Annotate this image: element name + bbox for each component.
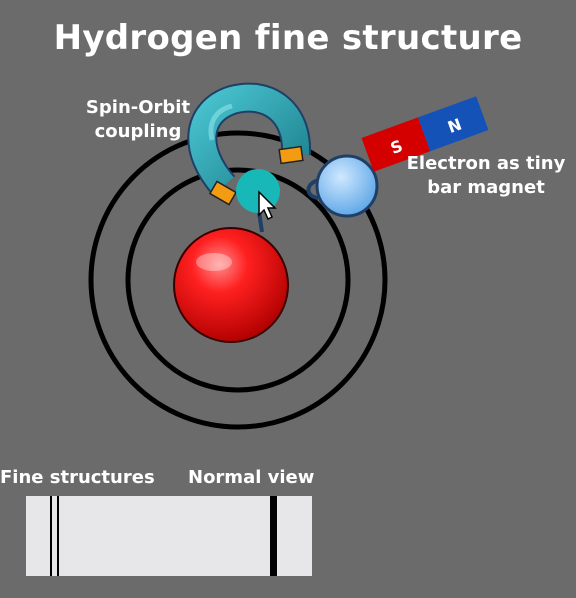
fine-spectral-line-2 — [57, 496, 59, 576]
spin-orbit-label: Spin-Orbit coupling — [85, 97, 191, 142]
magnet-north-label: N — [445, 115, 464, 137]
normal-spectral-line — [270, 496, 277, 576]
fine-structures-label: Fine structures — [0, 467, 155, 488]
bar-magnet-icon: S N — [361, 96, 489, 172]
spectrum-panel — [26, 496, 312, 576]
outer-orbit — [88, 130, 388, 430]
nucleus — [173, 227, 289, 343]
mouse-pointer-icon — [258, 190, 277, 221]
page-title: Hydrogen fine structure — [53, 18, 523, 58]
normal-view-label: Normal view — [188, 467, 315, 488]
horseshoe-magnet-icon — [187, 82, 312, 206]
electron-label: Electron as tiny bar magnet — [406, 153, 566, 198]
inner-orbit — [125, 167, 351, 393]
fine-spectral-line-1 — [50, 496, 52, 576]
electron — [315, 154, 379, 218]
